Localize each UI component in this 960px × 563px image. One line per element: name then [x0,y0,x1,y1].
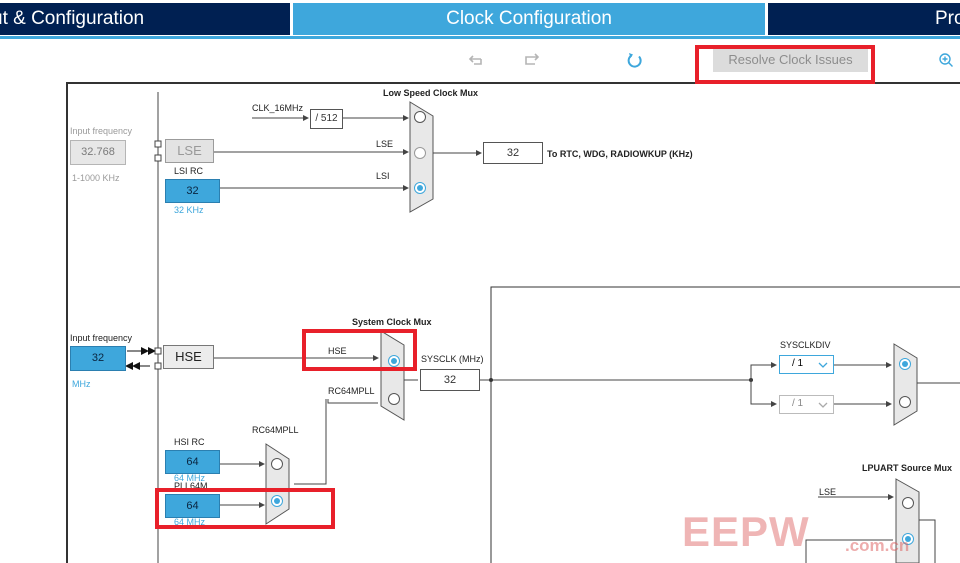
rtc-output-label: To RTC, WDG, RADIOWKUP (KHz) [547,149,693,159]
sysclk-radio-rc64mpll[interactable] [388,393,400,405]
sysclkdiv-value: / 1 [792,358,804,369]
mux-radio-clk16[interactable] [414,111,426,123]
hse-frequency-input[interactable]: 32 [70,346,126,371]
chevron-down-icon [818,362,828,368]
hse-source: HSE [163,345,214,369]
rc64mpll-line-label: RC64MPLL [328,386,375,396]
sysclkdiv-select-2[interactable]: / 1 [779,395,834,414]
lse-input-frequency-label: Input frequency [70,126,133,136]
undo-button[interactable] [465,48,491,72]
hse-input-frequency-label: Input frequency [70,333,133,343]
resolve-clock-issues-button[interactable]: Resolve Clock Issues [713,48,868,72]
rc64mpll-title: RC64MPLL [252,425,299,435]
pll64m-label: PLL64M [174,481,208,491]
clk16-divider: / 512 [310,109,343,129]
clk16-label: CLK_16MHz [252,103,304,113]
undo-icon [468,55,482,65]
lsi-rc-label: LSI RC [174,166,204,176]
sysclk-radio-hse[interactable] [388,355,400,367]
pll64m-unit-label: 64 MHz [174,517,206,527]
tab-label: ut & Configuration [0,8,145,29]
rc64-radio-hsi[interactable] [271,458,283,470]
tab-bar: ut & Configuration Clock Configuration P… [0,0,960,39]
refresh-icon [627,53,642,68]
tab-underline [0,36,960,39]
rc64-radio-pll64m[interactable] [271,495,283,507]
sysclkdiv-select[interactable]: / 1 [779,355,834,374]
lse-source: LSE [165,139,214,163]
lse-line-label: LSE [376,139,394,149]
lsi-line-label: LSI [376,171,390,181]
low-speed-clock-mux-title: Low Speed Clock Mux [383,88,479,98]
sysclk-label: SYSCLK (MHz) [421,354,484,364]
sysclkdiv-radio-1[interactable] [899,358,911,370]
hsi-rc-label: HSI RC [174,437,205,447]
zoom-in-icon [939,53,953,67]
lpuart-radio-2[interactable] [902,533,914,545]
hse-unit-label: MHz [72,379,91,389]
watermark-domain: .com.cn [845,536,910,555]
tab-clock-configuration[interactable]: Clock Configuration [293,3,765,35]
redo-button[interactable] [518,48,544,72]
refresh-button[interactable] [622,48,648,72]
mux-radio-lse[interactable] [414,147,426,159]
zoom-in-button[interactable] [934,48,960,72]
system-clock-mux-title: System Clock Mux [352,317,432,327]
lse-range-label: 1-1000 KHz [72,173,120,183]
sysclkdiv-title: SYSCLKDIV [780,340,831,350]
redo-icon [525,53,540,65]
lpuart-radio-lse[interactable] [902,497,914,509]
tab-label: Clock Configuration [446,8,612,29]
watermark-logo: EEPW [682,508,810,555]
rtc-output-value: 32 [483,142,543,164]
lse-frequency-input[interactable]: 32.768 [70,140,126,165]
lpuart-lse-label: LSE [819,487,837,497]
lpuart-source-mux-title: LPUART Source Mux [862,463,953,473]
lsi-rc-value: 32 [165,179,220,203]
pll64m-value: 64 [165,494,220,518]
tab-pinout-configuration[interactable]: ut & Configuration [0,3,290,35]
lsi-unit-label: 32 KHz [174,205,204,215]
sysclkdiv-radio-2[interactable] [899,396,911,408]
hsi-rc-value: 64 [165,450,220,474]
chevron-down-icon [818,402,828,408]
sysclkdiv-value-2: / 1 [792,398,804,409]
hsi-unit-label: 64 MHz [174,473,206,483]
tab-label: Pro [935,8,960,29]
sysclk-value: 32 [420,369,480,391]
mux-radio-lsi[interactable] [414,182,426,194]
tab-project-manager[interactable]: Pro [768,3,960,35]
hse-line-label: HSE [328,346,347,356]
